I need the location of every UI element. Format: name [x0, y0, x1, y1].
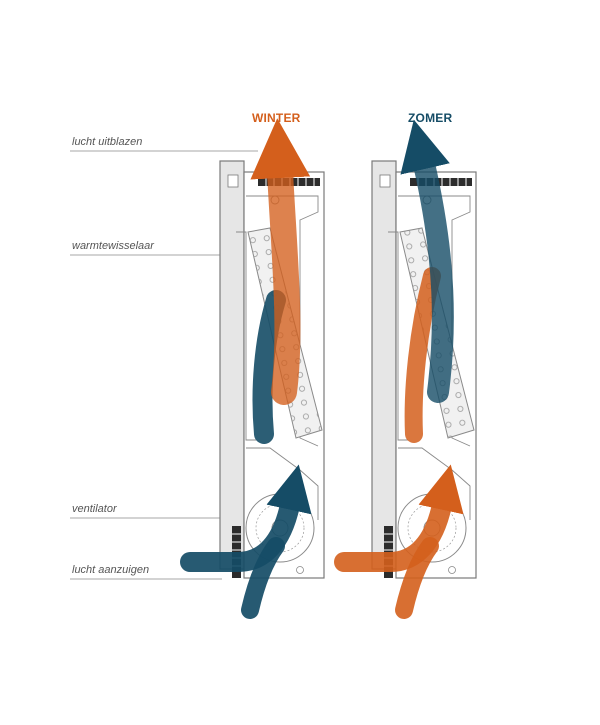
label-exhaust: lucht uitblazen	[72, 136, 143, 148]
summer-unit	[334, 119, 477, 619]
label-intake: lucht aanzuigen	[72, 564, 150, 576]
winter-wall	[219, 160, 245, 570]
winter-warm-outlet-arrow	[250, 118, 311, 405]
summer-wall	[371, 160, 397, 570]
winter-unit	[180, 118, 325, 619]
label-fan: ventilator	[72, 503, 117, 515]
winter-cool-rise-arrow	[252, 290, 286, 444]
winter-title: WINTER	[252, 111, 301, 125]
summer-warm-rise-arrow	[404, 267, 441, 443]
summer-title: ZOMER	[408, 111, 453, 125]
label-heat-exchanger: warmtewisselaar	[72, 240, 154, 252]
summer-top-grille	[410, 178, 472, 186]
summer-cool-outlet-arrow	[400, 119, 454, 403]
